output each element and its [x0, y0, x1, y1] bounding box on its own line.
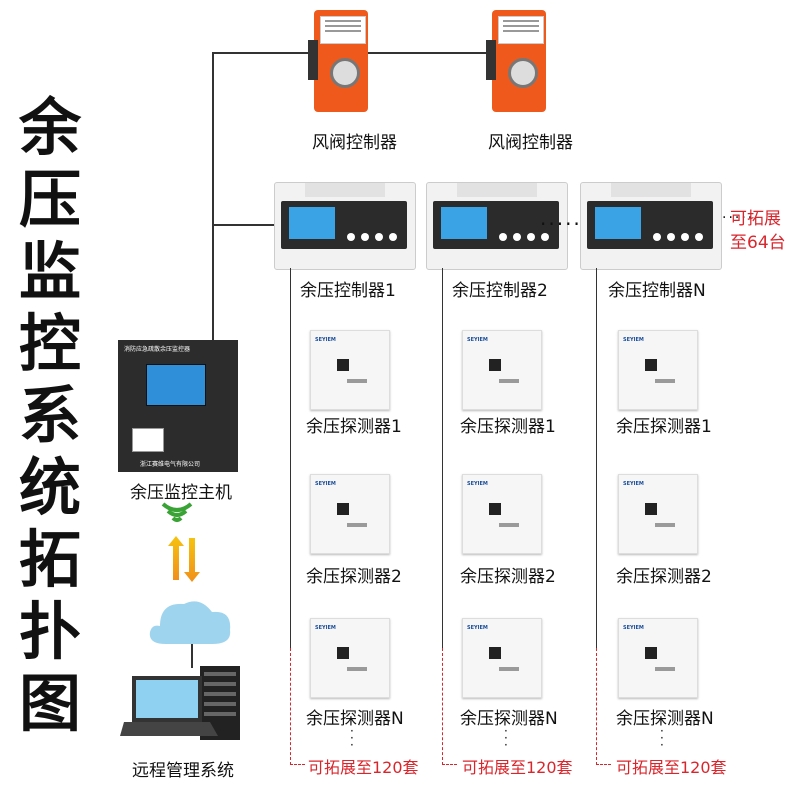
- ellipsis-c1: ···: [350, 724, 356, 752]
- detector-label-c2-n: 余压探测器N: [460, 709, 558, 729]
- detector-c3-1: SEYIEM: [618, 330, 698, 410]
- title-char: 控: [18, 307, 81, 380]
- expand-bracket-c2: [442, 648, 457, 765]
- pressure-controller-n: [580, 182, 722, 270]
- controller-bus-line: [212, 224, 274, 226]
- column-line-2: [442, 268, 443, 648]
- damper-label-2: 风阀控制器: [488, 133, 573, 153]
- expand-label-c1: 可拓展至120套: [308, 758, 419, 777]
- bidirectional-arrow-icon: [168, 536, 200, 582]
- expand-controller-line2: 至64台: [730, 233, 786, 253]
- detector-label-c1-n: 余压探测器N: [306, 709, 404, 729]
- title-char: 余: [18, 91, 81, 164]
- title-char: 拓: [18, 523, 81, 596]
- pressure-controller-2: [426, 182, 568, 270]
- title-char: 扑: [18, 595, 81, 668]
- expand-label-c3: 可拓展至120套: [616, 758, 727, 777]
- title-char: 压: [18, 163, 81, 236]
- expand-bracket-c3: [596, 648, 611, 765]
- detector-c3-n: SEYIEM: [618, 618, 698, 698]
- expand-bracket-c1: [290, 648, 305, 765]
- remote-management-system: [120, 596, 250, 746]
- controller-label-1: 余压控制器1: [300, 281, 396, 301]
- pressure-controller-1: [274, 182, 416, 270]
- title-char: 监: [18, 235, 81, 308]
- detector-c2-n: SEYIEM: [462, 618, 542, 698]
- expand-ellipsis: ·····: [722, 210, 755, 226]
- trunk-line: [212, 52, 214, 342]
- column-line-3: [596, 268, 597, 648]
- controller-label-2: 余压控制器2: [452, 281, 548, 301]
- detector-c2-2: SEYIEM: [462, 474, 542, 554]
- detector-label-c1-1: 余压探测器1: [306, 417, 402, 437]
- ellipsis-c2: ···: [504, 724, 510, 752]
- detector-label-c2-2: 余压探测器2: [460, 567, 556, 587]
- column-line-1: [290, 268, 291, 648]
- detector-c3-2: SEYIEM: [618, 474, 698, 554]
- ellipsis-c3: ···: [660, 724, 666, 752]
- remote-label: 远程管理系统: [132, 761, 234, 781]
- detector-c1-n: SEYIEM: [310, 618, 390, 698]
- detector-c1-2: SEYIEM: [310, 474, 390, 554]
- controller-label-n: 余压控制器N: [608, 281, 706, 301]
- expand-controller-line1: 可拓展: [730, 209, 781, 229]
- detector-label-c3-n: 余压探测器N: [616, 709, 714, 729]
- damper-controller-2: [486, 10, 546, 112]
- detector-label-c3-2: 余压探测器2: [616, 567, 712, 587]
- damper-label-1: 风阀控制器: [312, 133, 397, 153]
- detector-label-c3-1: 余压探测器1: [616, 417, 712, 437]
- expand-label-c2: 可拓展至120套: [462, 758, 573, 777]
- controller-ellipsis: ·····: [540, 212, 582, 236]
- diagram-title: 余压监控系统拓扑图: [14, 92, 86, 740]
- monitor-host: 消防应急疏散余压监控器 浙江赛维电气有限公司: [118, 340, 238, 472]
- detector-label-c1-2: 余压探测器2: [306, 567, 402, 587]
- title-char: 图: [18, 667, 81, 740]
- detector-c2-1: SEYIEM: [462, 330, 542, 410]
- title-char: 统: [18, 451, 81, 524]
- detector-c1-1: SEYIEM: [310, 330, 390, 410]
- detector-label-c2-1: 余压探测器1: [460, 417, 556, 437]
- damper-controller-1: [308, 10, 368, 112]
- title-char: 系: [18, 379, 81, 452]
- wireless-icon: [161, 502, 193, 522]
- host-label: 余压监控主机: [130, 483, 232, 503]
